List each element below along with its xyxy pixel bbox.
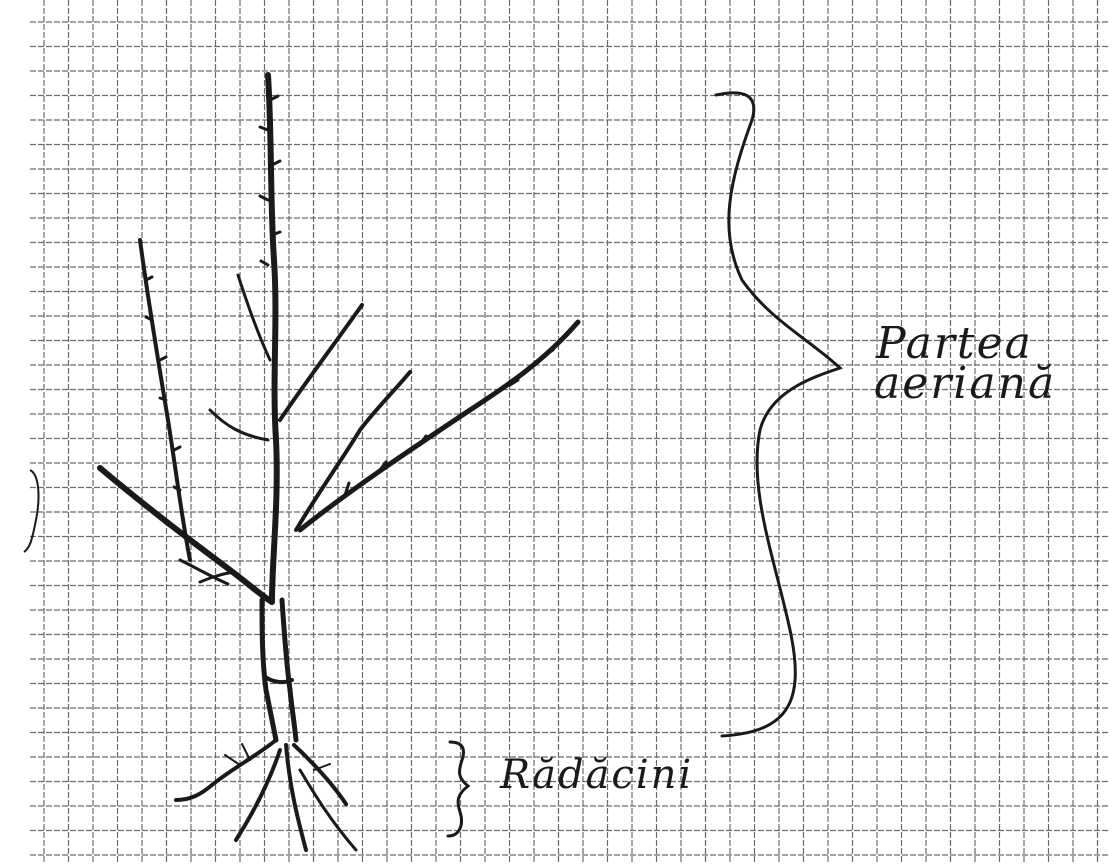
roots-label: Rădăcini <box>500 752 693 798</box>
right-short-branch <box>280 305 362 420</box>
small-twig-upper-left <box>238 275 270 360</box>
right-long-branch <box>300 322 578 530</box>
edge-mark <box>24 470 38 552</box>
trunk <box>262 600 296 740</box>
main-stem <box>268 75 277 600</box>
roots-brace <box>448 742 468 836</box>
graph-paper-grid <box>30 0 1109 864</box>
aerial-part-label-line2: aeriană <box>874 358 1056 409</box>
